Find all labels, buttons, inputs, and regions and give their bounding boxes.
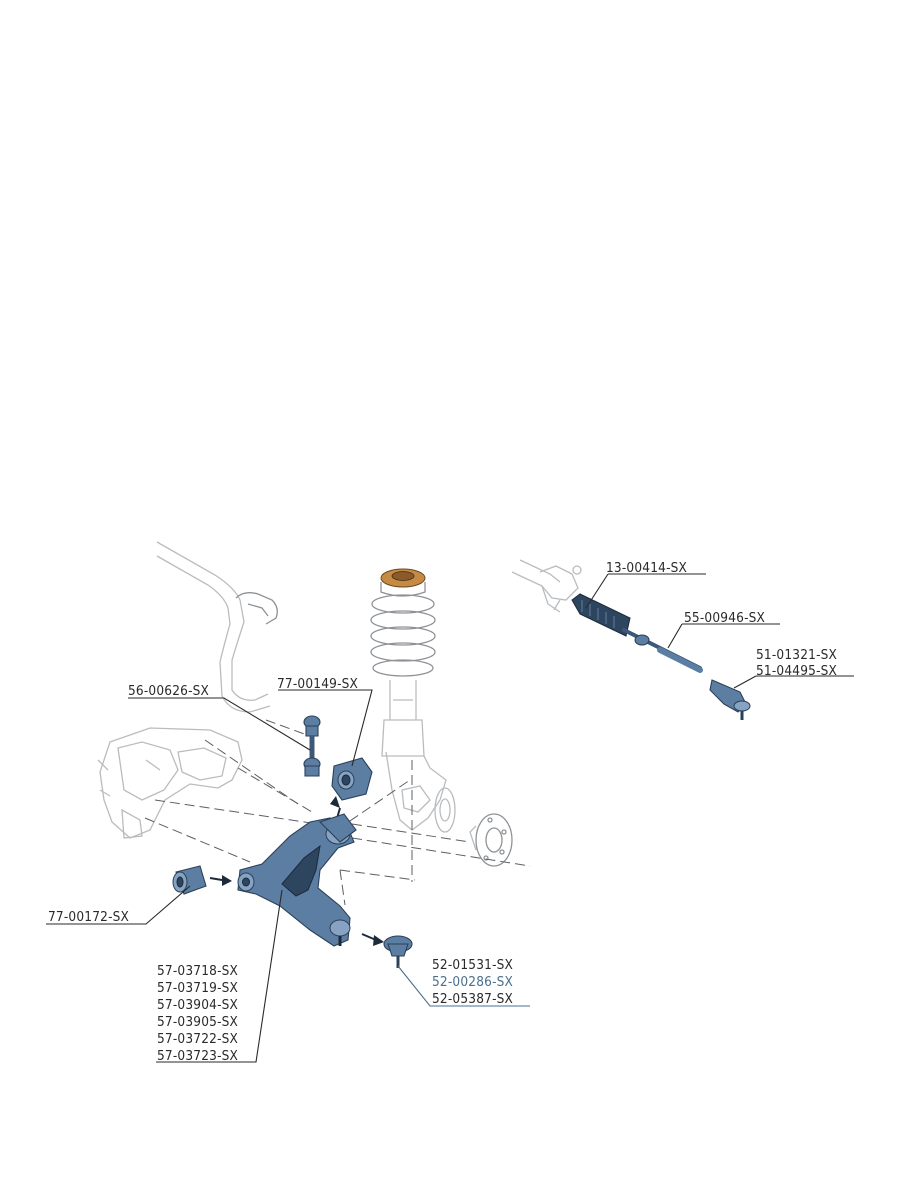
upper-bushing-part (331, 757, 373, 801)
stabilizer-bar (156, 541, 278, 713)
leader-lines (46, 573, 854, 1063)
label-rear-bushing: 77-00172-SX (48, 909, 129, 925)
label-ball-joint-1: 52-01531-SX (432, 957, 513, 973)
stabilizer-link-part (303, 715, 321, 777)
rear-bushing-part (172, 865, 207, 895)
subframe (97, 727, 243, 839)
control-arm-part (237, 813, 357, 947)
label-stabilizer-link: 56-00626-SX (128, 683, 209, 699)
label-inner-tie-rod: 55-00946-SX (684, 610, 765, 626)
tie-rod-end-part (709, 679, 751, 720)
inner-tie-rod-part (622, 628, 703, 673)
label-tie-rod-end-1: 51-01321-SX (756, 647, 837, 663)
label-control-arm-1: 57-03718-SX (157, 963, 238, 979)
assembly-lines (144, 719, 531, 906)
label-control-arm-5: 57-03722-SX (157, 1031, 238, 1047)
label-ball-joint-3: 52-05387-SX (432, 991, 513, 1007)
wheel-hub (469, 813, 513, 867)
label-control-arm-2: 57-03719-SX (157, 980, 238, 996)
steering-rack (511, 559, 582, 613)
label-steering-boot: 13-00414-SX (606, 560, 687, 576)
strut-spring (370, 568, 456, 833)
label-control-arm-4: 57-03905-SX (157, 1014, 238, 1030)
ball-joint-part (383, 935, 413, 968)
label-control-arm-3: 57-03904-SX (157, 997, 238, 1013)
label-tie-rod-end-2: 51-04495-SX (756, 663, 837, 679)
label-ball-joint-2: 52-00286-SX (432, 974, 513, 990)
label-control-arm-6: 57-03723-SX (157, 1048, 238, 1064)
label-upper-bushing: 77-00149-SX (277, 676, 358, 692)
steering-boot-part (571, 593, 631, 637)
